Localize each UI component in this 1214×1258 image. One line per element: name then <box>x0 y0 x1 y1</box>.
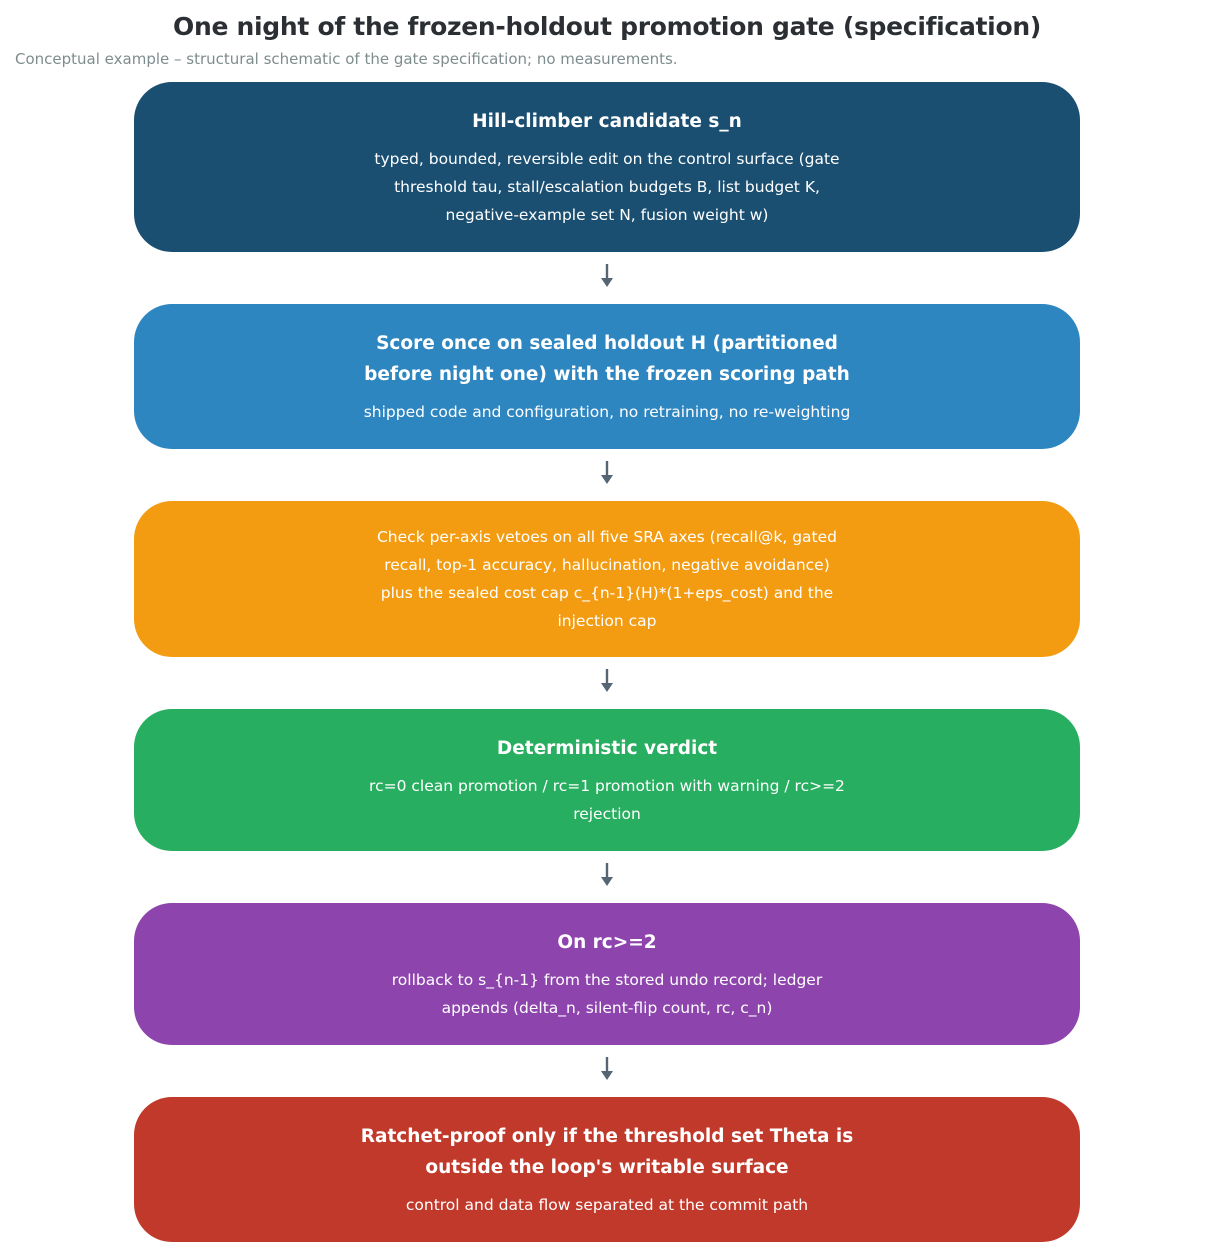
step-ratchet-box: Ratchet-proof only if the threshold set … <box>134 1097 1080 1242</box>
arrow-down-icon <box>601 1057 613 1080</box>
step-verdict-box: Deterministic verdict rc=0 clean promoti… <box>134 709 1080 851</box>
diagram-title: One night of the frozen-holdout promotio… <box>173 12 1041 41</box>
step-ratchet-title: Ratchet-proof only if the threshold set … <box>360 1125 854 1178</box>
step-rollback-title: On rc>=2 <box>557 931 657 953</box>
step-ratchet-body: control and data flow separated at the c… <box>405 1195 809 1214</box>
step-candidate-box: Hill-climber candidate s_n typed, bounde… <box>134 82 1080 252</box>
step-score-title: Score once on sealed holdout H (partitio… <box>364 332 850 385</box>
step-veto-body: Check per-axis vetoes on all five SRA ax… <box>376 528 838 630</box>
step-score-body: shipped code and configuration, no retra… <box>363 402 851 421</box>
arrow-down-icon <box>601 863 613 886</box>
step-rollback-box: On rc>=2 rollback to s_{n-1} from the st… <box>134 903 1080 1045</box>
arrow-down-icon <box>601 669 613 692</box>
arrow-down-icon <box>601 461 613 484</box>
arrow-down-icon <box>601 264 613 287</box>
step-candidate-title: Hill-climber candidate s_n <box>472 110 742 132</box>
step-candidate-body: typed, bounded, reversible edit on the c… <box>374 149 840 224</box>
step-verdict-body: rc=0 clean promotion / rc=1 promotion wi… <box>369 776 845 823</box>
step-verdict-title: Deterministic verdict <box>496 737 718 759</box>
diagram-subtitle: Conceptual example – structural schemati… <box>15 50 678 68</box>
step-veto-box: Check per-axis vetoes on all five SRA ax… <box>134 501 1080 657</box>
step-score-box: Score once on sealed holdout H (partitio… <box>134 304 1080 449</box>
step-rollback-body: rollback to s_{n-1} from the stored undo… <box>391 970 823 1017</box>
